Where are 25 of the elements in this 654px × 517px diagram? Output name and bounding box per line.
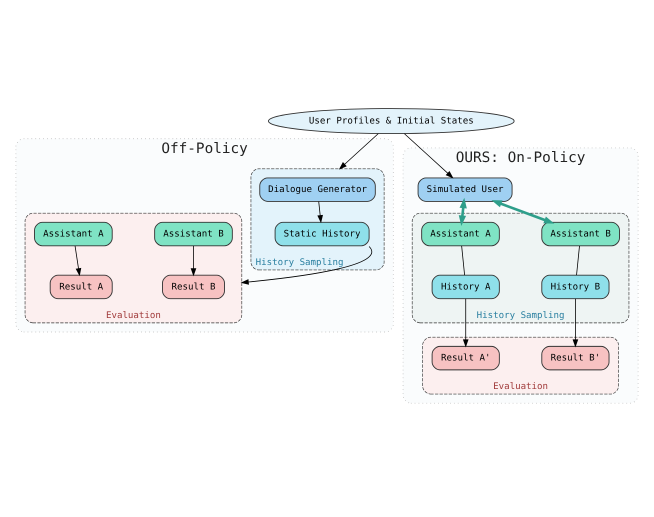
node-box: Assistant A [421, 222, 500, 246]
node-box: Simulated User [418, 177, 513, 202]
arrow [462, 298, 469, 348]
arrow [317, 201, 323, 224]
node-ellipse: User Profiles & Initial States [268, 108, 515, 134]
connector [576, 246, 580, 276]
arrow [74, 246, 82, 276]
node-box: Assistant B [541, 222, 620, 246]
node-box: Result B' [541, 346, 610, 370]
node-box: Result A [50, 274, 113, 300]
arrow [404, 133, 454, 179]
node-box: History B [541, 274, 610, 300]
arrow [572, 298, 578, 348]
arrow [338, 133, 379, 170]
connector [461, 246, 465, 276]
arrow [190, 246, 196, 276]
node-box: Result B [162, 274, 225, 300]
node-box: Dialogue Generator [259, 177, 376, 202]
node-box: Assistant B [154, 222, 233, 246]
node-box: Static History [274, 222, 370, 246]
arrow [458, 198, 467, 226]
arrow [491, 200, 554, 224]
node-box: Assistant A [34, 222, 113, 246]
node-box: History A [432, 274, 500, 300]
node-box: Result A' [432, 346, 500, 370]
